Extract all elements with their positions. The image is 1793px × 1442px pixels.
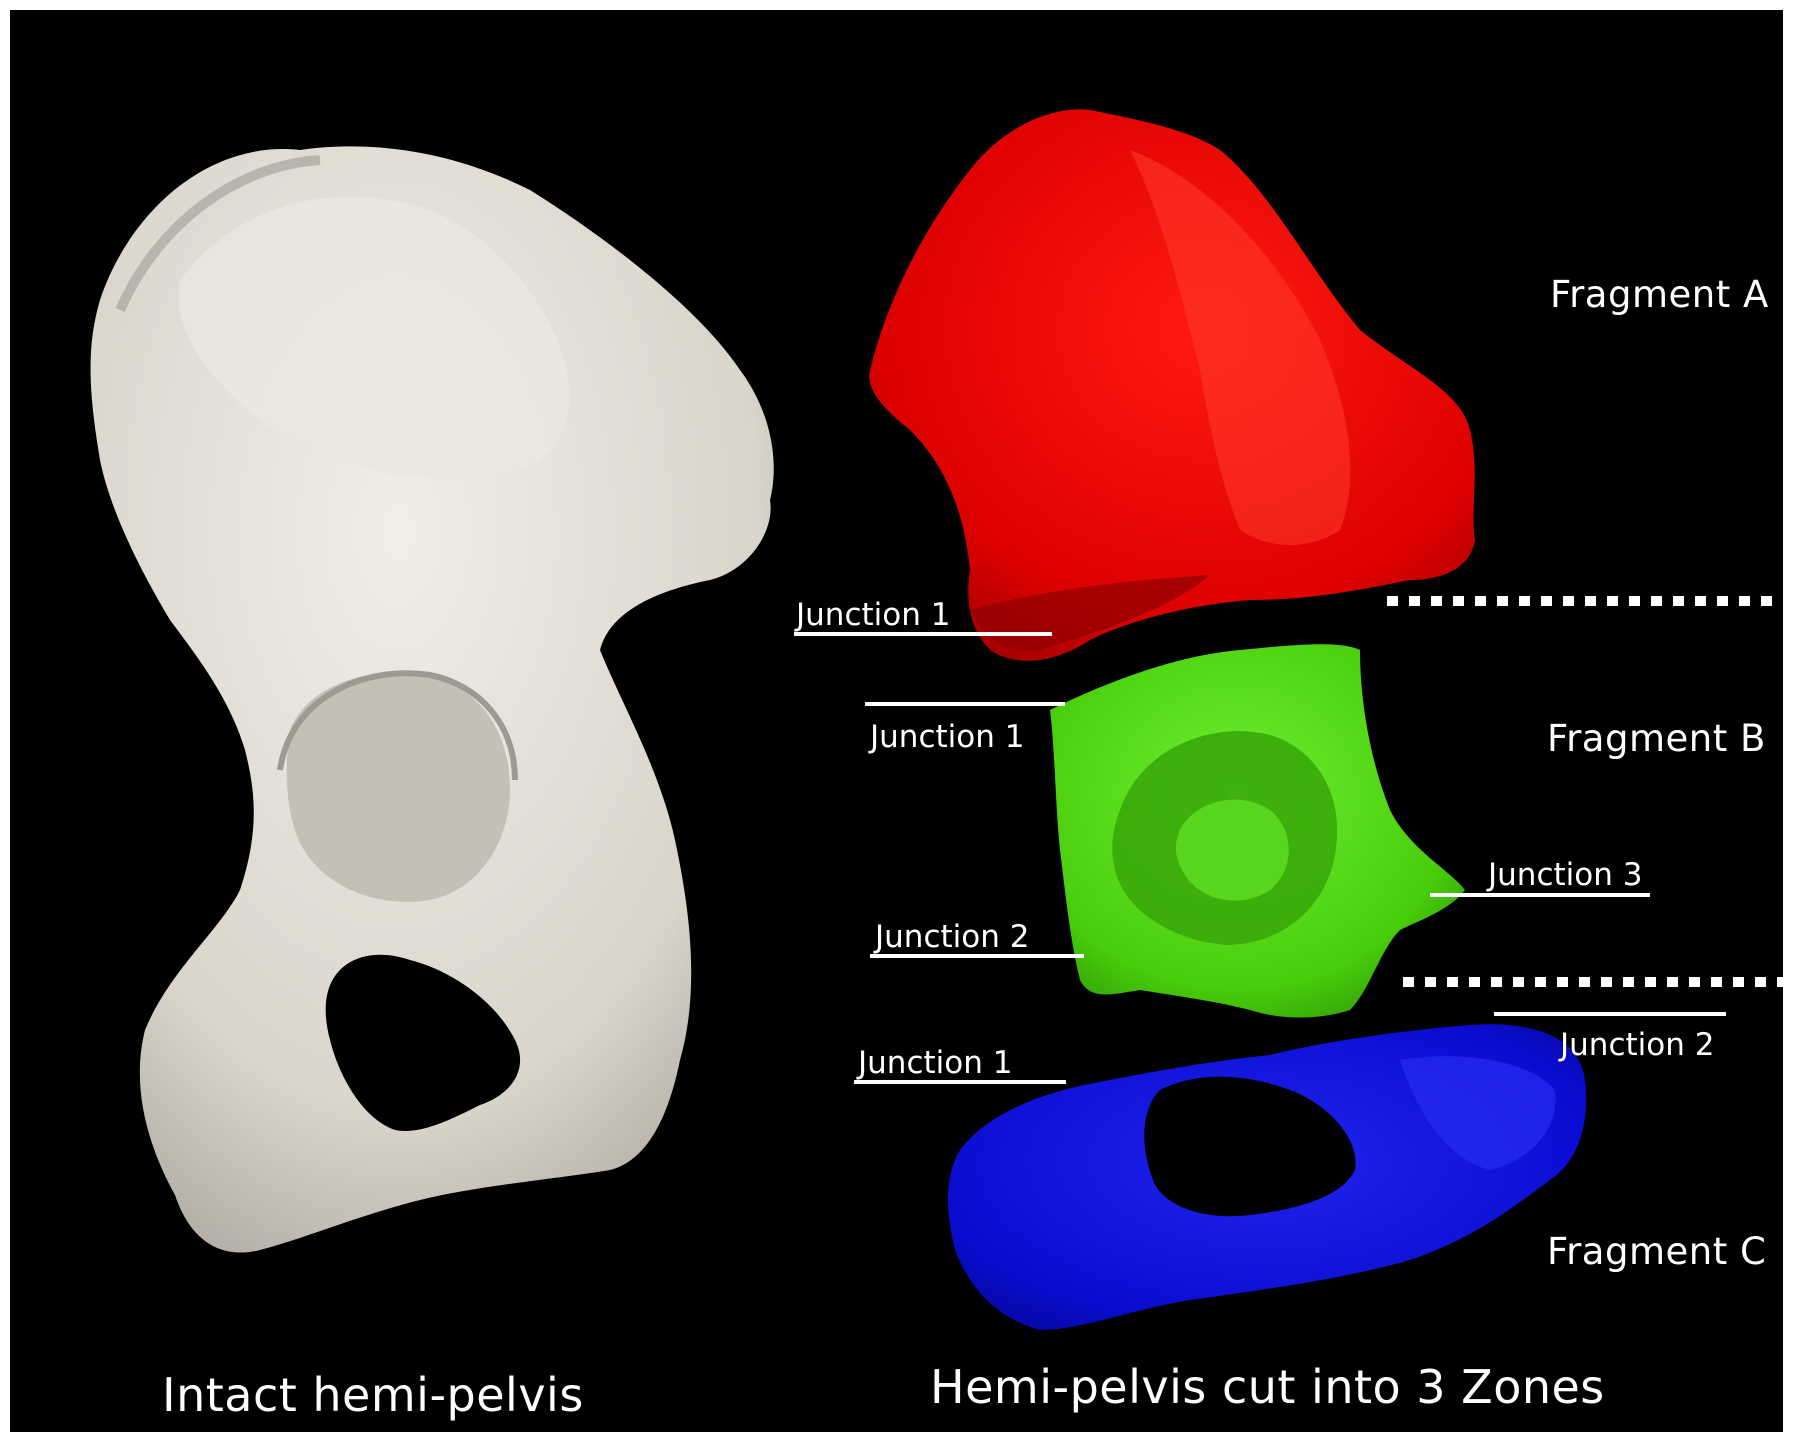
fragment-b-junction-3-line [1430, 893, 1650, 897]
fragment-c-shape [948, 1024, 1586, 1330]
fragment-b-junction-1-label: Junction 1 [870, 722, 1024, 753]
zone-separator-bc [1403, 977, 1783, 987]
fragment-c-label: Fragment C [1547, 1233, 1766, 1270]
fragment-b-junction-2-line [870, 954, 1084, 958]
fragment-a-junction-1-label: Junction 1 [796, 600, 950, 631]
intact-acetabulum [287, 672, 510, 902]
fragment-b-shape [1050, 644, 1465, 1017]
fragment-c-junction-2-line [1494, 1012, 1726, 1016]
fragment-a-label: Fragment A [1550, 276, 1769, 313]
caption-cut-zones: Hemi-pelvis cut into 3 Zones [930, 1364, 1605, 1410]
fragment-b-junction-2-label: Junction 2 [875, 922, 1029, 953]
fragment-b-label: Fragment B [1547, 720, 1766, 757]
zone-separator-ab [1387, 596, 1783, 606]
fragment-c-junction-1-line [854, 1080, 1066, 1084]
figure-frame: Fragment A Fragment B Fragment C Junctio… [10, 10, 1783, 1432]
fragment-c-junction-2-label: Junction 2 [1560, 1030, 1714, 1061]
fragment-a-shape [869, 109, 1475, 661]
fragment-b-junction-3-label: Junction 3 [1488, 860, 1642, 891]
intact-hemi-pelvis [91, 146, 774, 1252]
fragment-c-junction-1-label: Junction 1 [858, 1048, 1012, 1079]
fragment-b-junction-1-line [865, 702, 1065, 706]
caption-intact: Intact hemi-pelvis [162, 1372, 584, 1418]
fragment-a-junction-1-line [794, 632, 1052, 636]
